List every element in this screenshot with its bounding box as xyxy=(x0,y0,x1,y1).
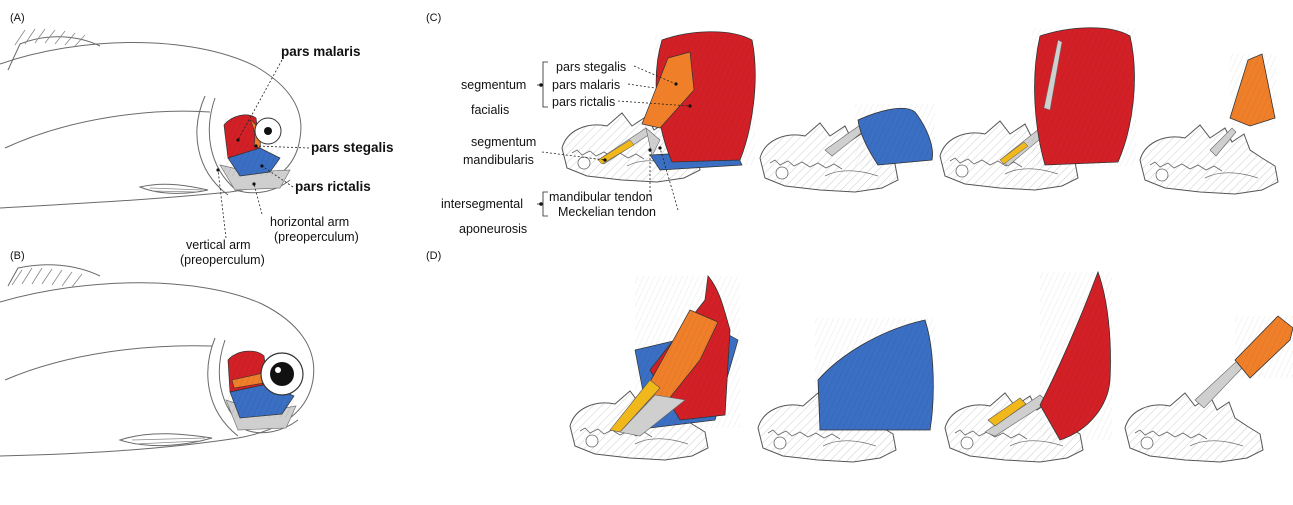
label-pars-malaris-a: pars malaris xyxy=(281,44,361,59)
label-vertical-arm-2: (preoperculum) xyxy=(180,253,265,267)
c-pars-rictalis-isolated xyxy=(760,104,935,192)
label-pars-rictalis-c: pars rictalis xyxy=(552,95,615,109)
panel-d: (D) xyxy=(426,250,1293,462)
label-pars-malaris-c: pars malaris xyxy=(552,78,620,92)
panel-c-label: (C) xyxy=(426,12,441,24)
panel-a: (A) pa xyxy=(0,12,394,267)
d-whole-adductor xyxy=(570,276,740,460)
label-intersegmental-1: intersegmental xyxy=(441,197,523,211)
label-horizontal-arm-1: horizontal arm xyxy=(270,215,349,229)
panel-b-label: (B) xyxy=(10,250,25,262)
d-pars-stegalis-isolated xyxy=(1125,316,1293,462)
label-pars-stegalis-c: pars stegalis xyxy=(556,60,626,74)
label-pars-rictalis-a: pars rictalis xyxy=(295,179,371,194)
panel-c: (C) pars stegalis pars malaris pars rict… xyxy=(426,12,1278,236)
c-pars-stegalis-isolated xyxy=(1140,54,1278,194)
panel-a-label: (A) xyxy=(10,12,25,24)
label-vertical-arm-1: vertical arm xyxy=(186,238,251,252)
dorsal-fin-b xyxy=(12,268,82,287)
label-segmentum-facialis-2: facialis xyxy=(471,103,509,117)
label-segmentum-mandibularis-2: mandibularis xyxy=(463,153,534,167)
label-segmentum-mandibularis-1: segmentum xyxy=(471,135,536,149)
d-pars-rictalis-isolated xyxy=(758,318,935,462)
label-meckelian-tendon: Meckelian tendon xyxy=(558,205,656,219)
label-mandibular-tendon: mandibular tendon xyxy=(549,190,653,204)
eye-a xyxy=(255,118,281,144)
label-segmentum-facialis-1: segmentum xyxy=(461,78,526,92)
panel-d-label: (D) xyxy=(426,250,441,262)
pectoral-fin-a xyxy=(140,184,208,193)
d-pars-malaris-isolated xyxy=(945,272,1112,462)
label-intersegmental-2: aponeurosis xyxy=(459,222,527,236)
label-horizontal-arm-2: (preoperculum) xyxy=(274,230,359,244)
label-pars-stegalis-a: pars stegalis xyxy=(311,140,394,155)
panel-b: (B) xyxy=(0,250,314,456)
c-pars-malaris-isolated xyxy=(940,28,1136,190)
eye-b xyxy=(261,353,303,395)
